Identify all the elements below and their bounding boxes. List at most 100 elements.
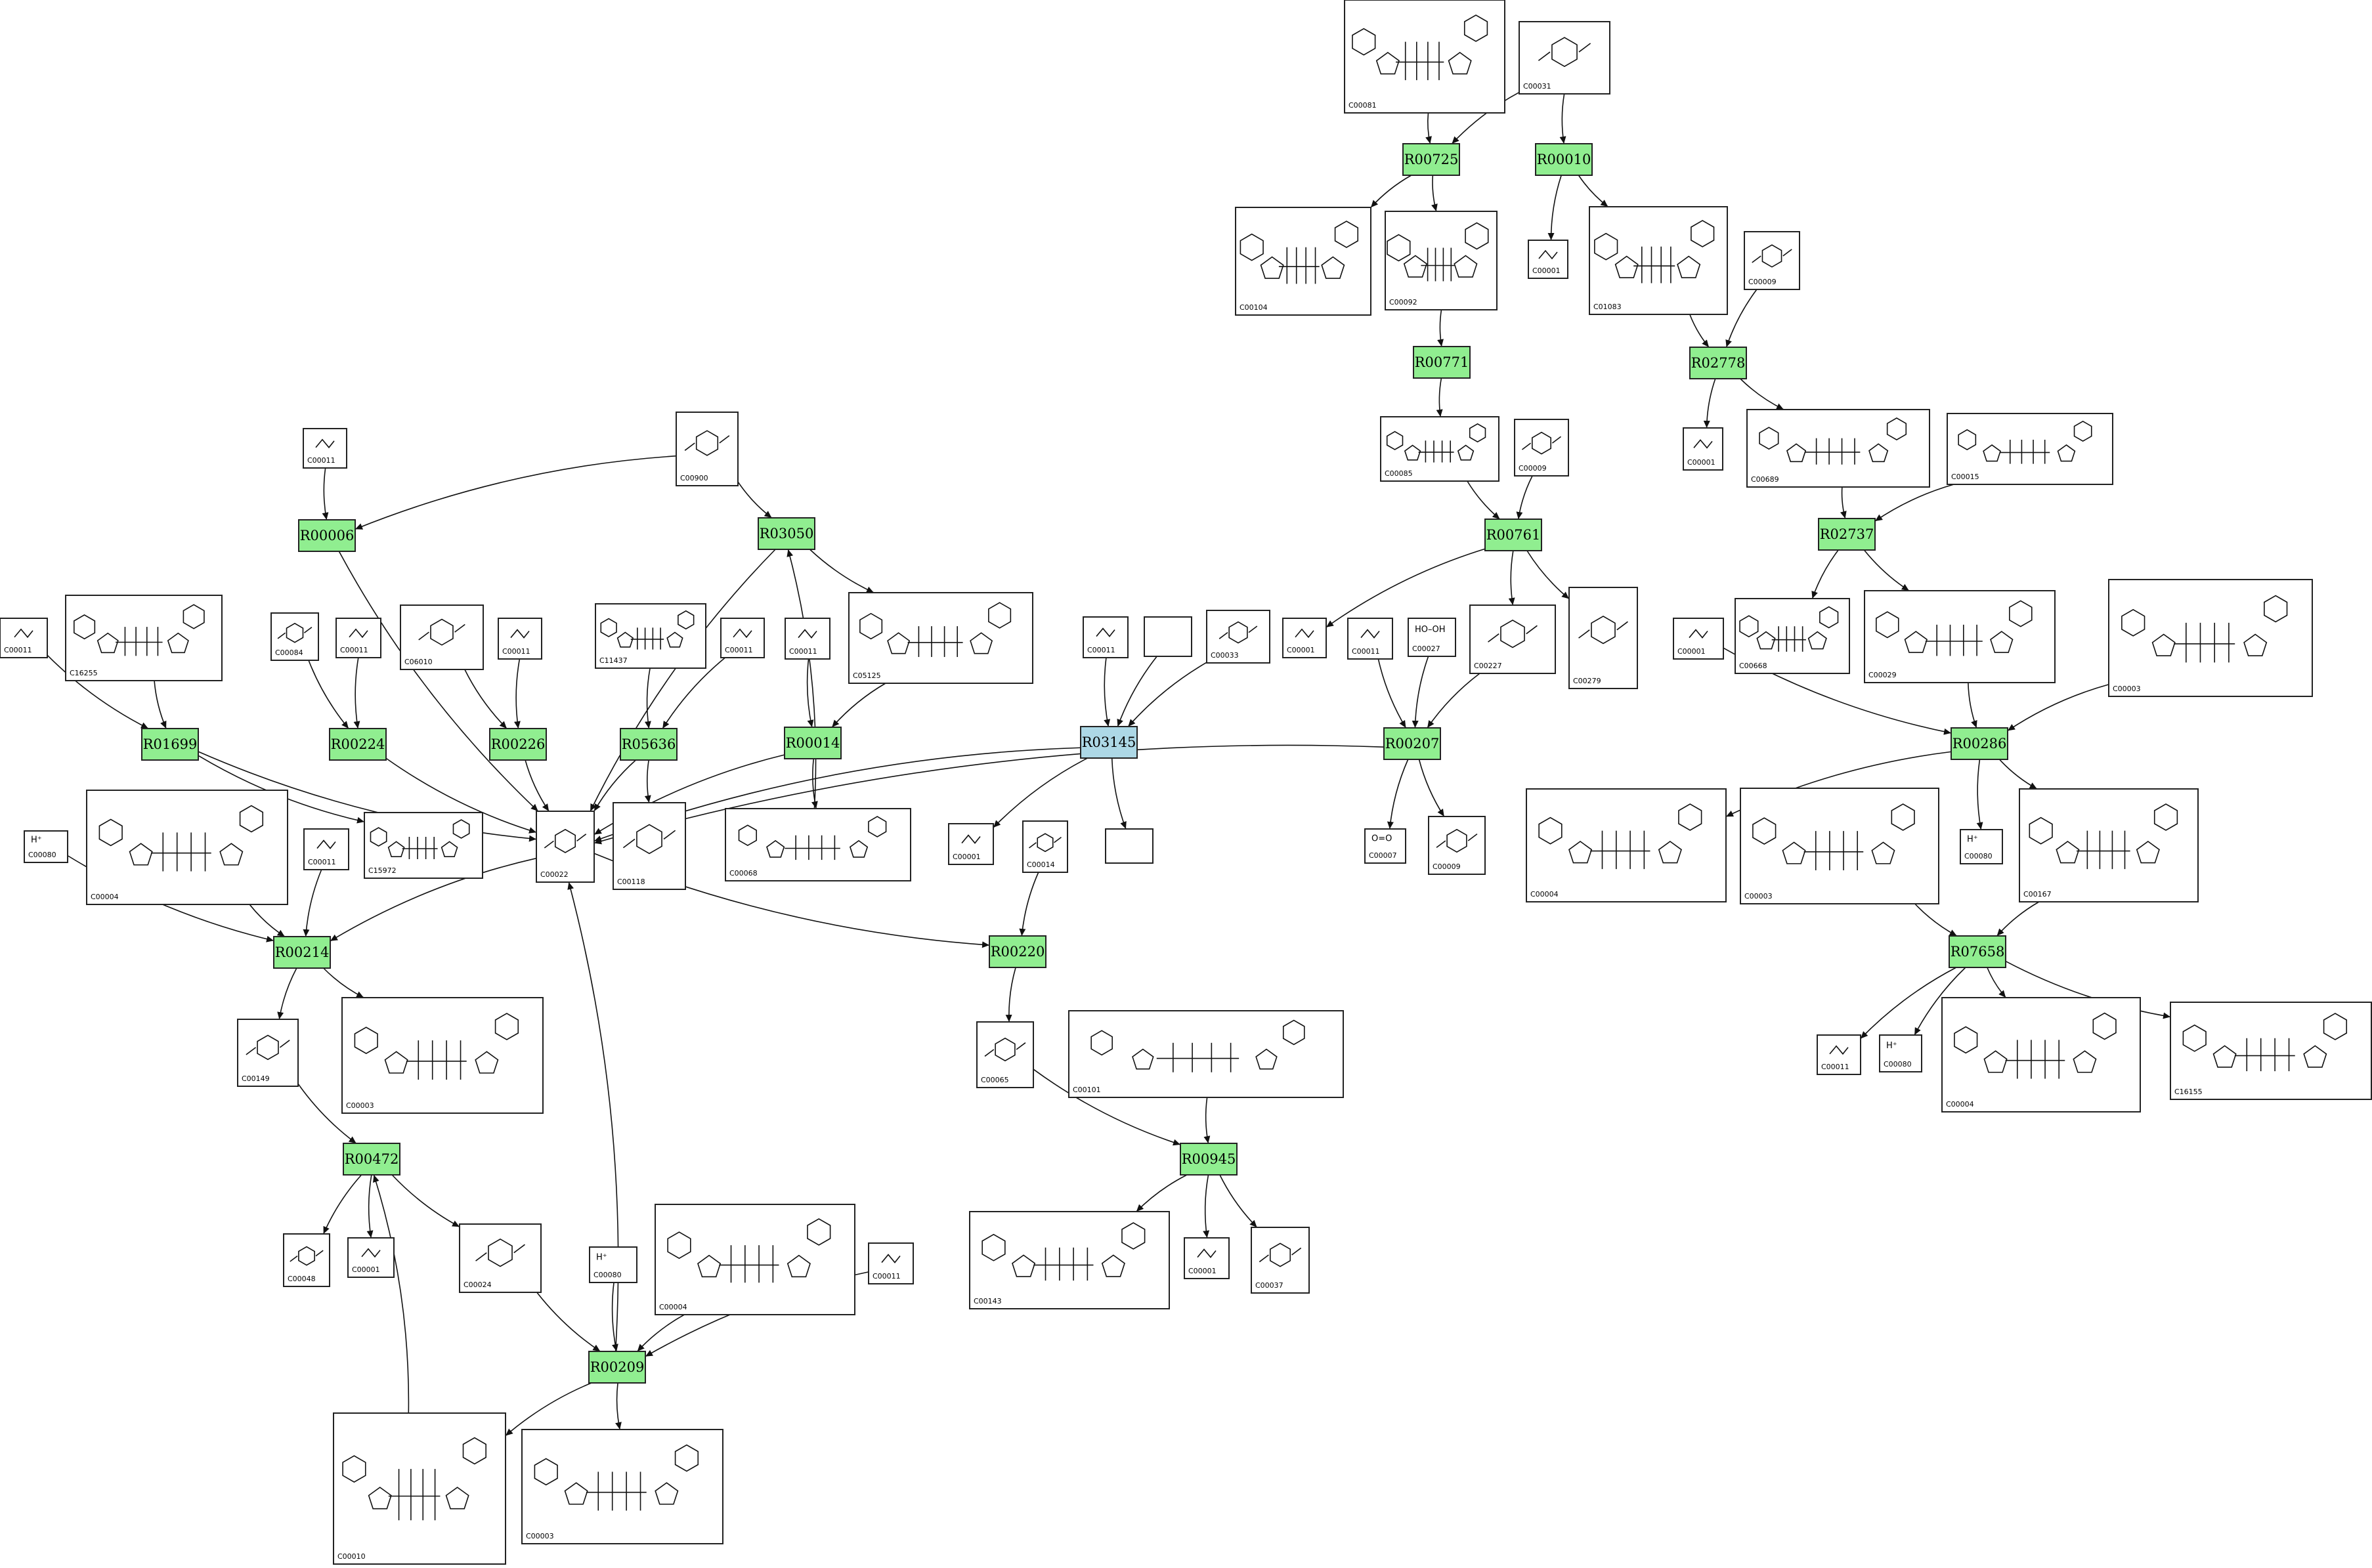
compound-c00004c[interactable]: C00004 (1941, 997, 2141, 1112)
compound-blank2[interactable] (1105, 828, 1154, 864)
compound-c00065[interactable]: C00065 (976, 1021, 1034, 1088)
reaction-r00771[interactable]: R00771 (1413, 346, 1471, 379)
compound-c00080b[interactable]: H⁺C00080 (1960, 829, 2003, 864)
reaction-r05636[interactable]: R05636 (620, 728, 678, 761)
reaction-r02778[interactable]: R02778 (1689, 347, 1747, 379)
compound-c00033[interactable]: C00033 (1206, 610, 1270, 664)
compound-c00104[interactable]: C00104 (1235, 207, 1371, 316)
compound-c00011e[interactable]: C00011 (720, 618, 765, 658)
compound-c00011b[interactable]: C00011 (0, 618, 48, 658)
compound-c00003c[interactable]: C00003 (341, 997, 544, 1114)
compound-c00167[interactable]: C00167 (2019, 788, 2199, 902)
compound-c00080d[interactable]: H⁺C00080 (589, 1246, 637, 1283)
reaction-r03145[interactable]: R03145 (1080, 726, 1138, 759)
compound-c00001f[interactable]: C00001 (347, 1237, 395, 1278)
compound-c00001d[interactable]: C00001 (1673, 618, 1724, 660)
compound-c00080a[interactable]: H⁺C00080 (24, 830, 68, 863)
compound-c00101[interactable]: C00101 (1068, 1010, 1344, 1098)
compound-c00009b[interactable]: C00009 (1514, 419, 1569, 477)
compound-c00003a[interactable]: C00003 (2108, 579, 2313, 697)
compound-c00011h[interactable]: C00011 (1347, 618, 1393, 660)
compound-c00011f[interactable]: C00011 (785, 618, 830, 660)
compound-c00068[interactable]: C00068 (725, 808, 911, 881)
reaction-r00014[interactable]: R00014 (784, 727, 842, 759)
reaction-r00226[interactable]: R00226 (489, 728, 547, 761)
compound-c00011i[interactable]: C00011 (303, 828, 349, 870)
reaction-r02737[interactable]: R02737 (1818, 518, 1876, 551)
compound-c00011d[interactable]: C00011 (498, 618, 542, 660)
compound-blank1[interactable] (1144, 616, 1192, 657)
compound-c16255[interactable]: C16255 (65, 595, 223, 681)
reaction-r00761[interactable]: R00761 (1484, 519, 1542, 551)
compound-c00004d[interactable]: C00004 (655, 1204, 855, 1315)
compound-c00011c[interactable]: C00011 (335, 618, 381, 658)
compound-c00010[interactable]: C00010 (333, 1412, 506, 1565)
compound-c00227[interactable]: C00227 (1469, 604, 1556, 674)
reaction-r00286[interactable]: R00286 (1951, 727, 2008, 760)
compound-c00081[interactable]: C00081 (1344, 0, 1505, 114)
compound-c00009c[interactable]: C00009 (1428, 816, 1486, 875)
edge-c00085-R00761 (1467, 480, 1500, 520)
compound-c00011k[interactable]: C00011 (868, 1242, 914, 1284)
structure-icon (354, 1013, 519, 1080)
reaction-r01699[interactable]: R01699 (141, 728, 199, 761)
reaction-r00209[interactable]: R00209 (588, 1351, 646, 1384)
compound-c00009a[interactable]: C00009 (1744, 231, 1800, 290)
compound-c00004b[interactable]: C00004 (1526, 788, 1727, 902)
compound-c00689[interactable]: C00689 (1746, 409, 1930, 488)
compound-c00003d[interactable]: C00003 (521, 1429, 723, 1544)
compound-c00011a[interactable]: C00011 (303, 428, 347, 469)
reaction-r00725[interactable]: R00725 (1402, 143, 1460, 176)
compound-c00001a[interactable]: C00001 (1528, 240, 1568, 279)
compound-c06010[interactable]: C06010 (400, 604, 484, 670)
compound-box (341, 997, 544, 1114)
compound-c00279[interactable]: C00279 (1568, 587, 1638, 689)
reaction-r00006[interactable]: R00006 (298, 519, 356, 552)
compound-c00900[interactable]: C00900 (676, 412, 739, 486)
compound-c00048[interactable]: C00048 (283, 1233, 330, 1287)
reaction-r00214[interactable]: R00214 (273, 936, 331, 969)
compound-box (1960, 829, 2003, 864)
compound-c00001b[interactable]: C00001 (1683, 427, 1723, 471)
compound-c00118[interactable]: C00118 (613, 802, 686, 890)
compound-c00031[interactable]: C00031 (1519, 21, 1610, 95)
compound-c00011g[interactable]: C00011 (1083, 616, 1129, 658)
reaction-r00224[interactable]: R00224 (329, 728, 387, 761)
edge-R00209-c00022 (567, 881, 619, 1352)
compound-c00001g[interactable]: C00001 (1184, 1237, 1230, 1279)
compound-c00011j[interactable]: C00011 (1817, 1034, 1861, 1075)
reaction-r00945[interactable]: R00945 (1180, 1143, 1238, 1176)
compound-box (1068, 1010, 1344, 1098)
compound-c15972[interactable]: C15972 (364, 812, 483, 879)
compound-c11437[interactable]: C11437 (595, 603, 706, 669)
compound-c05125[interactable]: C05125 (848, 592, 1033, 684)
compound-c00668[interactable]: C00668 (1735, 598, 1850, 674)
compound-c00003b[interactable]: C00003 (1740, 788, 1939, 904)
compound-c00037[interactable]: C00037 (1251, 1227, 1310, 1294)
compound-c00084[interactable]: C00084 (270, 612, 319, 661)
compound-c01083[interactable]: C01083 (1589, 206, 1728, 315)
reaction-r00220[interactable]: R00220 (989, 935, 1046, 968)
reaction-r00010[interactable]: R00010 (1535, 143, 1593, 176)
compound-c00014[interactable]: C00014 (1022, 820, 1068, 873)
compound-c00001e[interactable]: C00001 (948, 823, 994, 865)
compound-c00085[interactable]: C00085 (1380, 416, 1499, 482)
reaction-r07658[interactable]: R07658 (1949, 935, 2006, 968)
reaction-r00472[interactable]: R00472 (343, 1143, 400, 1176)
reaction-r03050[interactable]: R03050 (758, 517, 815, 550)
compound-c00001c[interactable]: C00001 (1282, 618, 1327, 658)
structure-icon (1295, 628, 1314, 639)
compound-c00143[interactable]: C00143 (969, 1211, 1170, 1309)
reaction-r00207[interactable]: R00207 (1383, 727, 1441, 760)
compound-c00015[interactable]: C00015 (1947, 413, 2113, 485)
compound-c00080c[interactable]: H⁺C00080 (1879, 1034, 1922, 1072)
compound-c00022[interactable]: C00022 (536, 811, 595, 883)
compound-c16155[interactable]: C16155 (2170, 1002, 2372, 1100)
compound-c00029[interactable]: C00029 (1864, 590, 2056, 683)
compound-c00004a[interactable]: C00004 (86, 790, 288, 905)
compound-c00149[interactable]: C00149 (237, 1019, 299, 1087)
compound-c00024[interactable]: C00024 (459, 1223, 542, 1293)
compound-c00092[interactable]: C00092 (1385, 211, 1498, 310)
